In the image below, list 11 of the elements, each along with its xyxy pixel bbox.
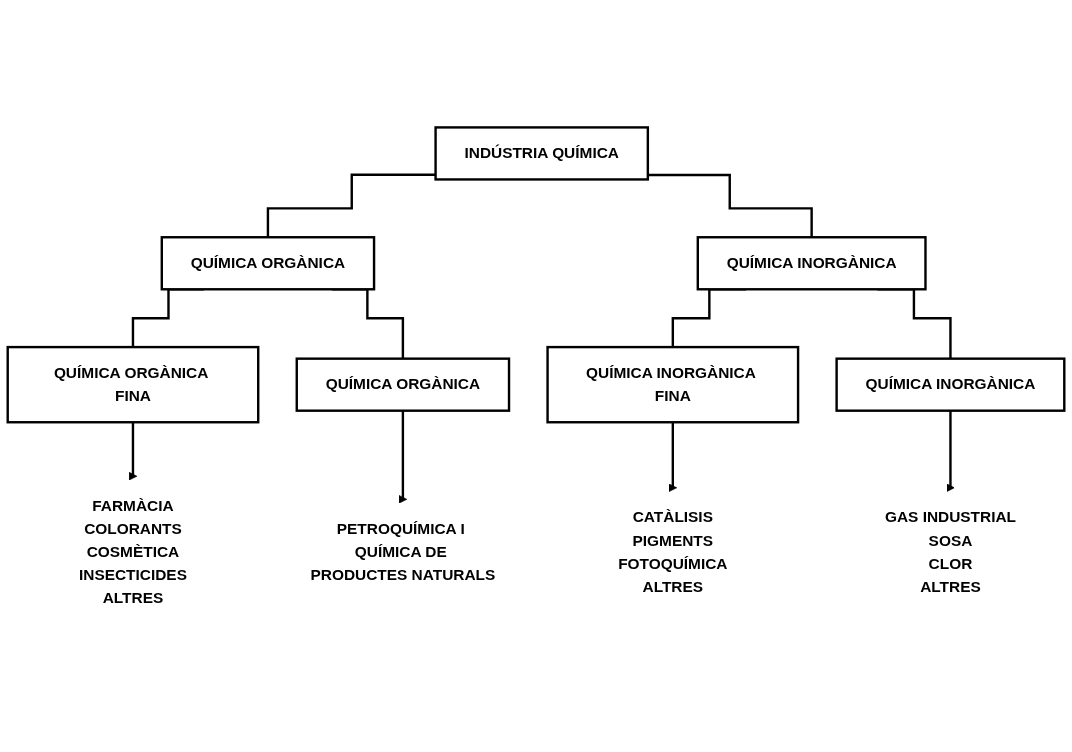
node-text: FARMÀCIA COLORANTS COSMÈTICA INSECTICIDES ALTRES	[79, 497, 187, 607]
node-text: GAS INDUSTRIAL SOSA CLOR ALTRES	[884, 508, 1016, 595]
node-box: INDÚSTRIA QUÍMICA	[434, 126, 650, 181]
node-box: QUÍMICA INORGÀNICA	[696, 236, 927, 291]
node-box: QUÍMICA ORGÀNICA	[295, 357, 511, 412]
node-box: QUÍMICA ORGÀNICA FINA	[6, 345, 260, 424]
node-box: QUÍMICA INORGÀNICA FINA	[546, 345, 800, 424]
node-box: QUÍMICA INORGÀNICA	[835, 357, 1066, 412]
node-box: QUÍMICA ORGÀNICA	[160, 236, 376, 291]
node-text: CATÀLISIS PIGMENTS FOTOQUÍMICA ALTRES	[618, 508, 728, 595]
node-text: PETROQUÍMICA I QUÍMICA DE PRODUCTES NATURALS	[310, 520, 496, 584]
